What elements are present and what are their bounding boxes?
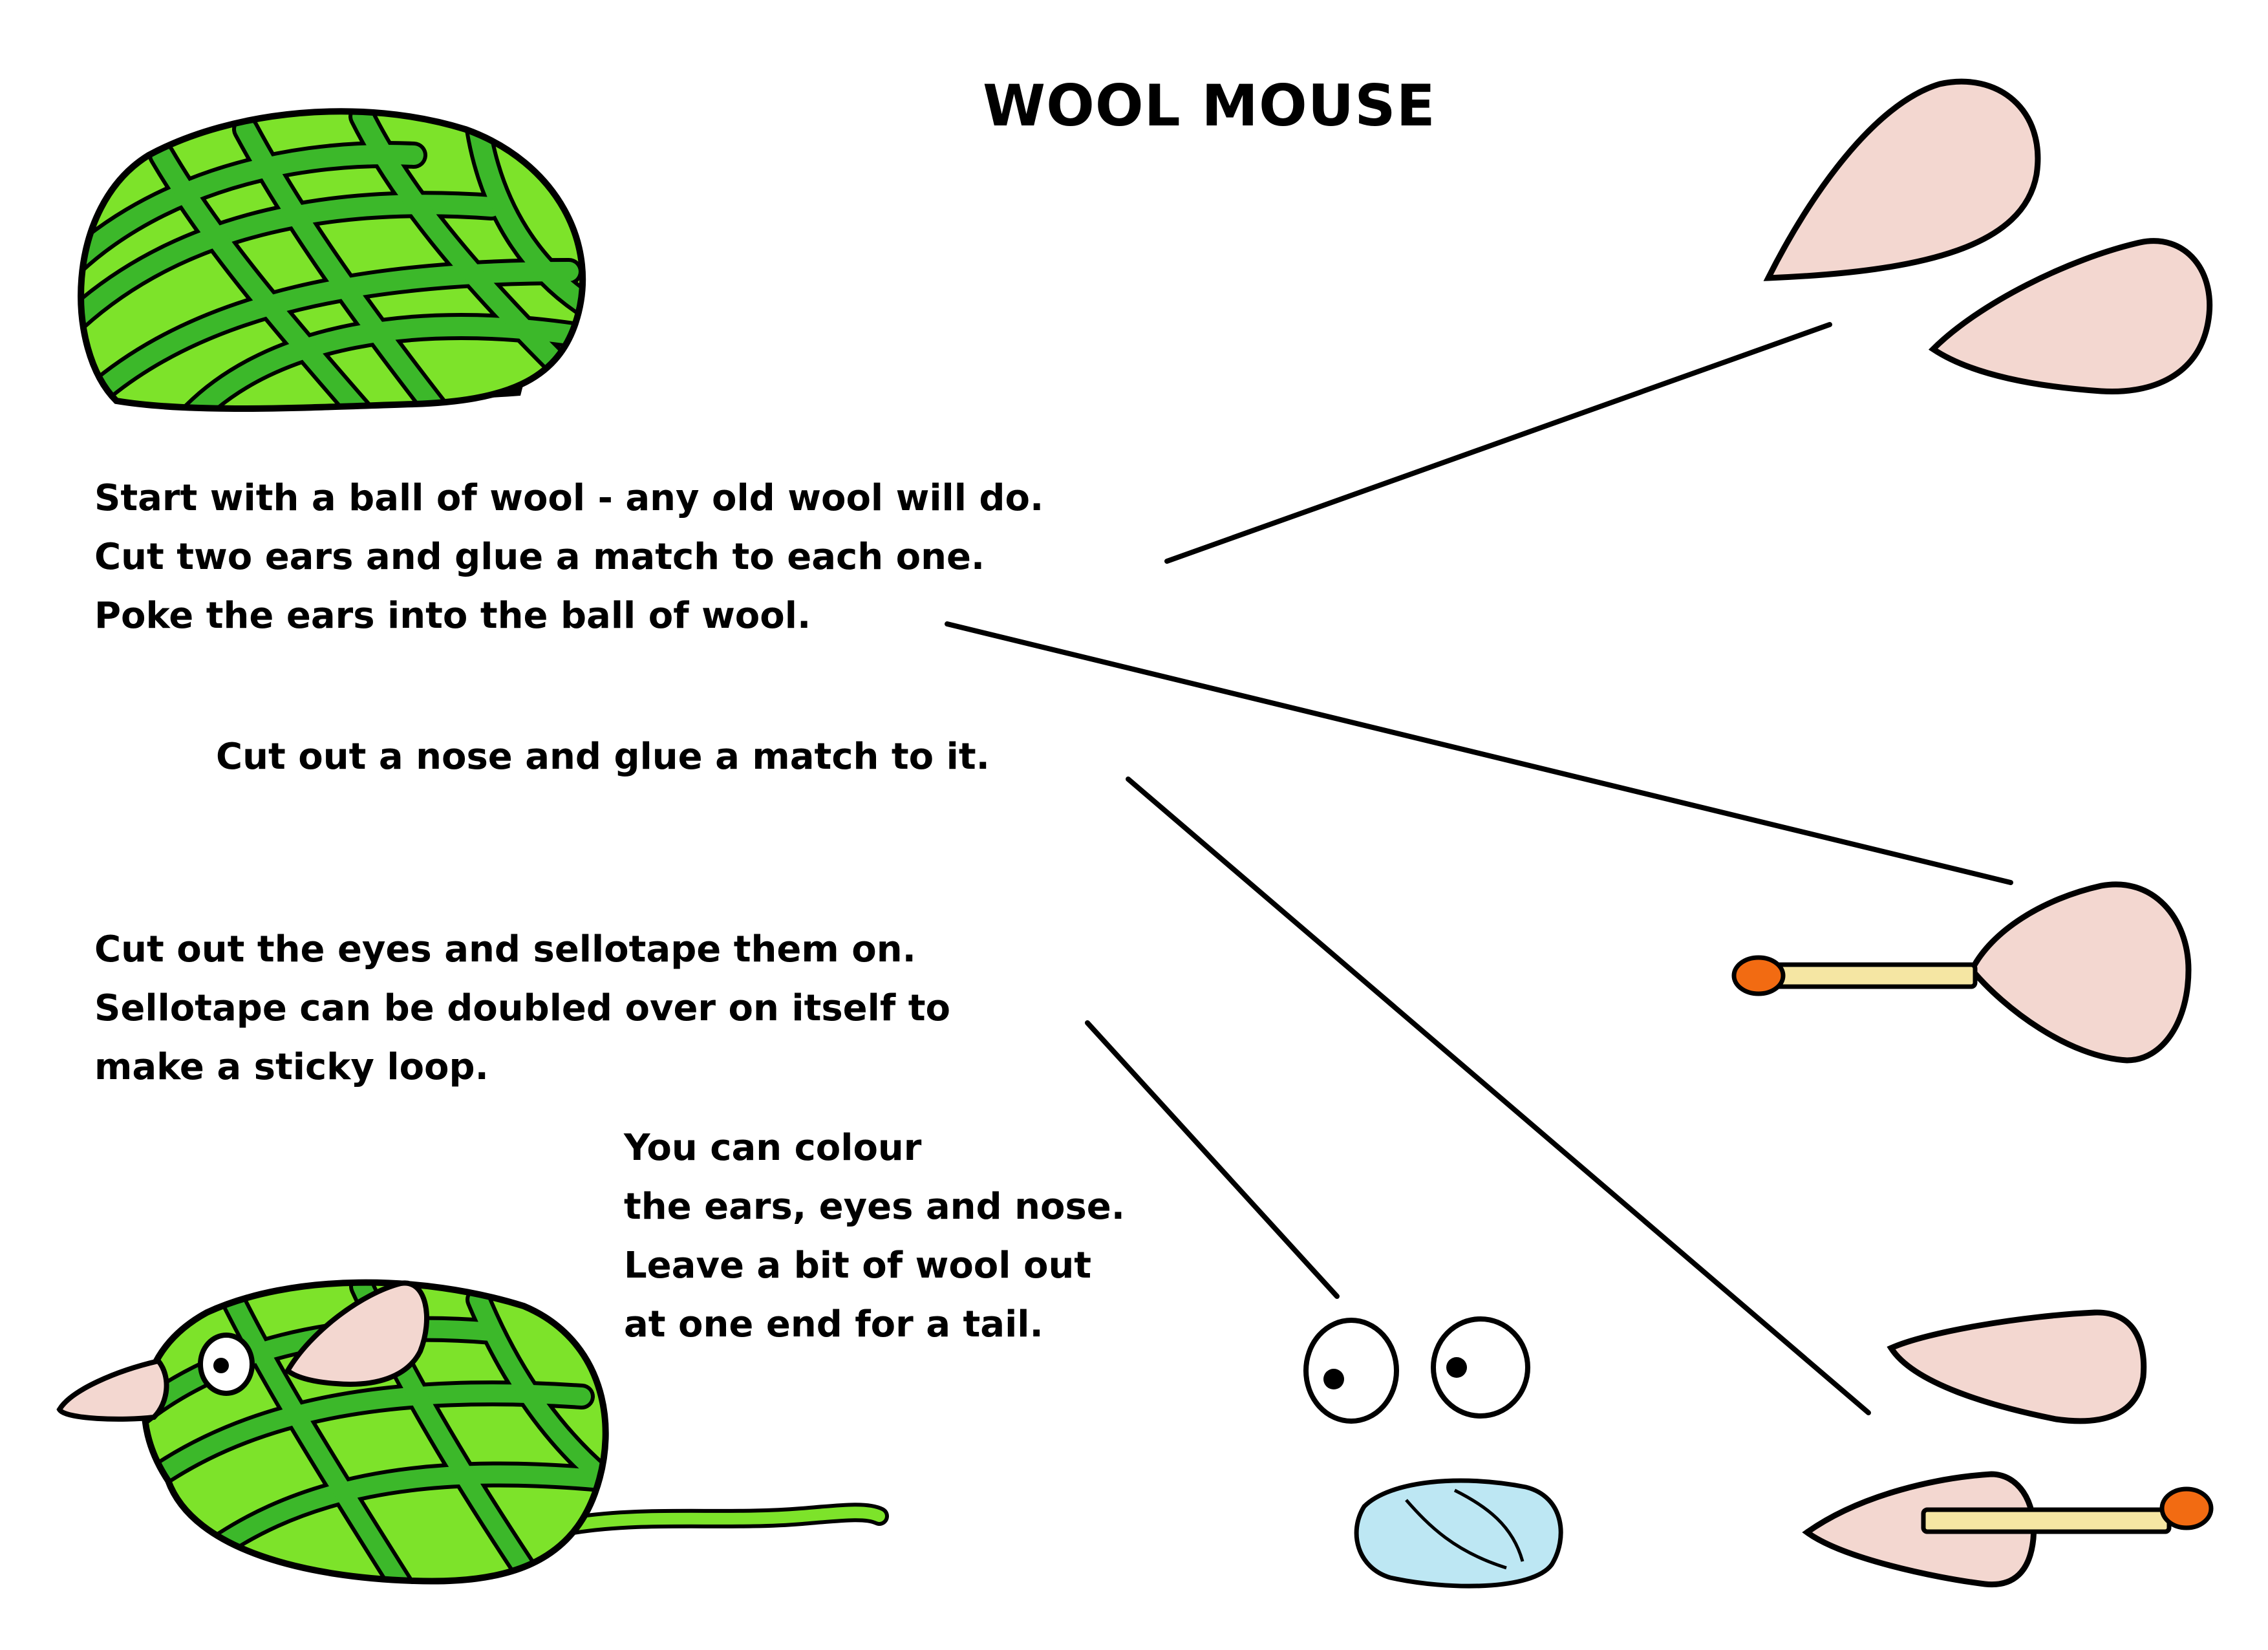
instruction-line: Cut two ears and glue a match to each on… (94, 536, 985, 578)
nose-with-match-icon (1802, 1471, 2214, 1588)
ear-cutout-icon (1928, 238, 2213, 395)
instruction-line: Sellotape can be doubled over on itself … (94, 987, 950, 1029)
instruction-line: Cut out a nose and glue a match to it. (216, 736, 990, 778)
eyes-cutout-icon (1303, 1316, 1530, 1424)
nose-cutout-icon (1887, 1309, 2147, 1424)
instruction-line: make a sticky loop. (94, 1046, 489, 1088)
instruction-line: Leave a bit of wool out (624, 1245, 1092, 1287)
eyes-instructions: Cut out the eyes and sellotape them on. … (94, 920, 950, 1097)
instruction-line: You can colour (624, 1127, 922, 1169)
nose-instructions: Cut out a nose and glue a match to it. (216, 727, 990, 786)
instruction-line: Cut out the eyes and sellotape them on. (94, 928, 916, 970)
page-title: WOOL MOUSE (983, 72, 1436, 139)
sellotape-loop-icon (1354, 1478, 1563, 1589)
connector-lines (945, 322, 2013, 1415)
instruction-line: Poke the ears into the ball of wool. (94, 595, 811, 637)
instruction-line: the ears, eyes and nose. (624, 1186, 1126, 1228)
colour-instructions: You can colour the ears, eyes and nose. … (624, 1119, 1125, 1354)
instruction-line: Start with a ball of wool - any old wool… (94, 477, 1044, 519)
ear-cutout-icon (1763, 78, 2041, 281)
instruction-line: at one end for a tail. (624, 1303, 1043, 1345)
finished-wool-mouse-icon (56, 1279, 889, 1585)
ear-with-match-icon (1731, 881, 2192, 1064)
ears-instructions: Start with a ball of wool - any old wool… (94, 469, 1043, 645)
wool-ball-icon (78, 108, 586, 412)
